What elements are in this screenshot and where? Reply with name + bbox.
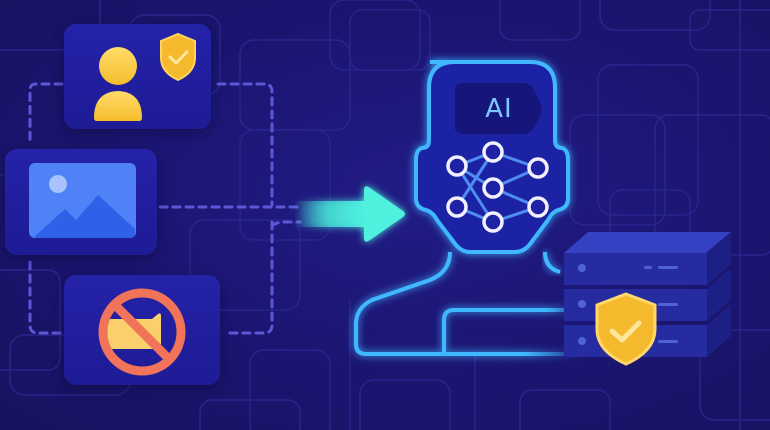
verified-user-card: [64, 24, 211, 129]
shield-check-icon: [595, 292, 657, 366]
image-icon: [29, 163, 136, 238]
ai-label: AI: [485, 93, 513, 124]
ai-label-box: AI: [455, 83, 543, 134]
blocked-camera-card: [64, 275, 220, 385]
image-card: [5, 149, 157, 255]
no-camera-icon: [98, 288, 186, 376]
neural-network-nodes: [446, 141, 549, 233]
user-shield-icon: [94, 32, 196, 121]
